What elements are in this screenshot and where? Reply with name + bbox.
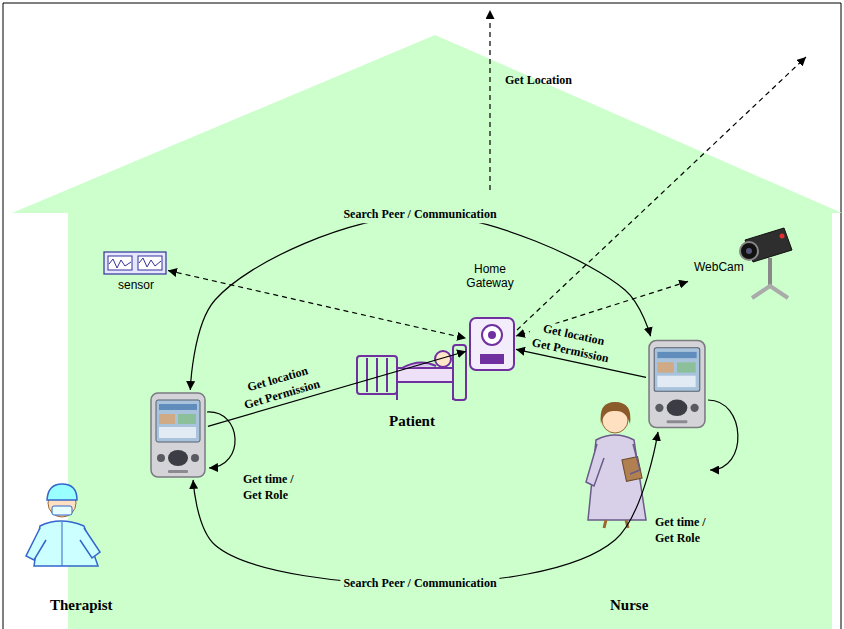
gateway-icon-part bbox=[482, 325, 502, 345]
pda-device-part bbox=[649, 341, 705, 428]
gateway-icon-part bbox=[470, 318, 514, 370]
nurse-figure-part bbox=[586, 444, 604, 486]
gateway-icon-part bbox=[480, 354, 504, 364]
therapist-figure-part bbox=[62, 522, 63, 566]
nurse-node: Nurse bbox=[576, 334, 710, 618]
loop-label: Get time / Get Role bbox=[655, 515, 715, 546]
therapist-figure-part bbox=[80, 528, 100, 558]
therapist-node: Therapist bbox=[20, 388, 212, 620]
bed-illustration-part bbox=[396, 382, 398, 400]
frame bbox=[3, 3, 841, 629]
self-loops-part bbox=[708, 400, 738, 470]
node-label: WebCam bbox=[694, 260, 744, 274]
webcam-icon-part bbox=[746, 248, 752, 254]
communication-arc bbox=[193, 432, 658, 584]
sensor-icon-part bbox=[138, 256, 162, 270]
webcam-icon-part bbox=[740, 242, 758, 260]
bed-illustration bbox=[357, 345, 466, 400]
sensor-icon bbox=[104, 252, 166, 274]
connector-anchor bbox=[150, 392, 206, 478]
edge-label: Search Peer / Communication bbox=[340, 576, 499, 592]
sensor-icon-part bbox=[104, 252, 166, 274]
connector-anchor bbox=[357, 343, 467, 403]
therapist-figure-part bbox=[52, 506, 72, 515]
node-label: Nurse bbox=[610, 596, 648, 614]
frame-part bbox=[3, 3, 841, 629]
edge-label: Get location Get Permission bbox=[526, 319, 618, 368]
bed-illustration-part bbox=[452, 382, 454, 400]
bed-illustration-part bbox=[357, 356, 397, 394]
therapist-figure bbox=[26, 484, 100, 566]
outbound-arrows bbox=[490, 10, 806, 330]
bed-illustration-part bbox=[366, 358, 368, 392]
communication-arc bbox=[190, 215, 650, 390]
pda-device-part bbox=[151, 393, 205, 477]
nurse-figure-part bbox=[630, 444, 640, 474]
sensor-node: sensor bbox=[100, 248, 174, 298]
house-part bbox=[68, 213, 832, 629]
house-part bbox=[12, 35, 842, 213]
webcam-icon-part bbox=[780, 234, 785, 239]
webcam-icon-part bbox=[768, 258, 772, 288]
node-label: sensor bbox=[100, 278, 172, 292]
connector-anchor bbox=[104, 252, 166, 274]
house bbox=[12, 35, 842, 629]
node-label: Patient bbox=[352, 412, 472, 430]
webcam-node: WebCam bbox=[690, 222, 796, 306]
nurse-figure bbox=[586, 402, 646, 528]
outbound-arrows-part bbox=[489, 10, 490, 190]
gateway-icon bbox=[470, 318, 514, 370]
patient-node: Patient bbox=[352, 340, 474, 434]
sensor-icon-part bbox=[108, 256, 132, 270]
therapist-figure-part bbox=[26, 528, 46, 560]
loop-label: Get time / Get Role bbox=[243, 472, 303, 503]
gateway-icon-part bbox=[488, 331, 496, 339]
webcam-icon bbox=[740, 228, 792, 298]
self-loops-part bbox=[207, 412, 235, 468]
connector-anchor bbox=[468, 316, 514, 372]
edge-label: Search Peer / Communication bbox=[340, 207, 499, 223]
sensor-link bbox=[168, 270, 466, 338]
edge-label: Get location Get Permission bbox=[234, 359, 326, 413]
nurse-figure-part bbox=[604, 520, 606, 528]
connector-anchor bbox=[648, 338, 706, 430]
therapist-figure-part bbox=[47, 484, 77, 500]
bed-illustration-part bbox=[376, 358, 378, 392]
sensor-icon-part bbox=[139, 258, 161, 267]
node-label: Therapist bbox=[50, 596, 113, 614]
nurse-figure-part bbox=[601, 402, 631, 424]
outbound-label: Get Location bbox=[505, 73, 572, 89]
webcam-icon-part bbox=[752, 286, 788, 298]
bed-illustration-part bbox=[397, 368, 453, 382]
sensor-icon-part bbox=[109, 259, 131, 268]
gateway-node: Home Gateway bbox=[452, 262, 528, 374]
outbound-arrows-part bbox=[517, 57, 806, 330]
node-label: Home Gateway bbox=[462, 262, 518, 291]
